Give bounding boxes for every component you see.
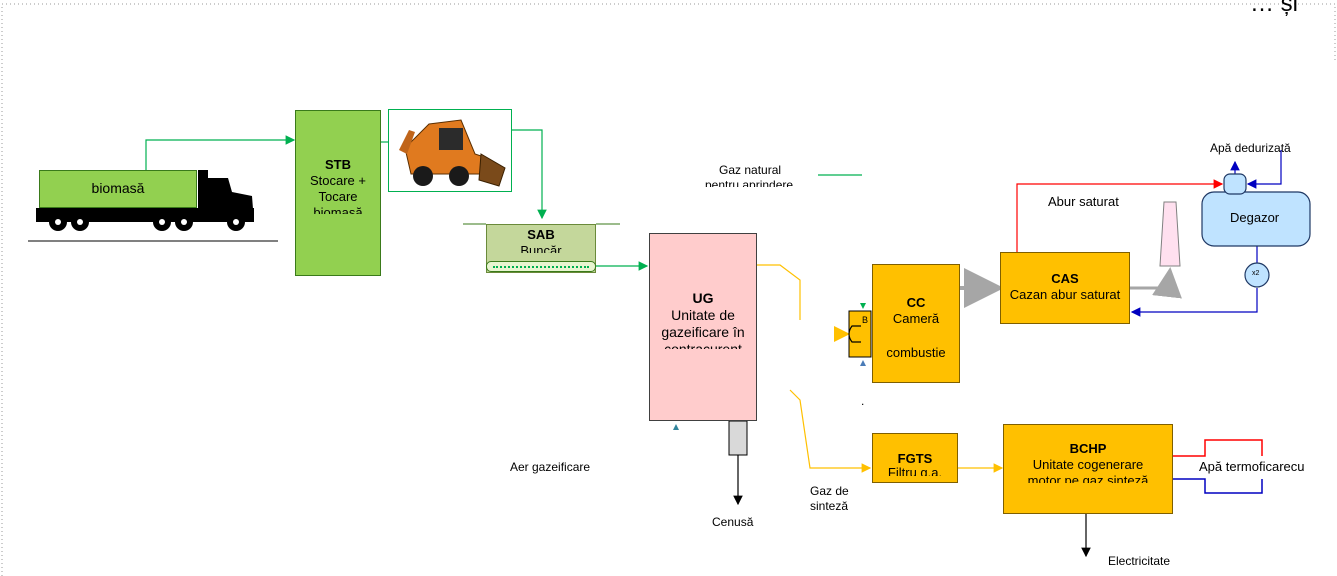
truck-cargo-label: biomasă (92, 180, 145, 196)
fgts-name: Filtru g.a. (873, 466, 957, 476)
cas-name: Cazan abur saturat (1001, 287, 1129, 303)
ug-block: UG Unitate de gazeificare în contracuren… (649, 233, 757, 421)
air-inlet-marker (673, 424, 679, 430)
skid-loader-icon (389, 110, 512, 192)
cc-code: CC (873, 295, 959, 311)
district-heating-return-line (1173, 479, 1262, 493)
bchp-line1: Unitate cogenerare (1004, 457, 1172, 473)
loader-to-bunker-line (512, 130, 542, 218)
sab-name: Buncăr (487, 243, 595, 253)
ug-line1: Unitate de (650, 307, 756, 324)
cc-line1: Cameră (873, 311, 959, 327)
saturated-steam-label: Abur saturat (1048, 195, 1119, 209)
fgts-block: FGTS Filtru g.a. (872, 433, 958, 483)
stb-line2: Tocare (296, 189, 380, 205)
ug-line2: gazeificare în (650, 324, 756, 341)
stb-line3: biomasă (296, 205, 380, 214)
stb-line1: Stocare + (296, 173, 380, 189)
softened-water-label: Apă dedurizată (1210, 141, 1291, 155)
flue-cas-to-stack-line (1130, 270, 1170, 288)
stb-block: STB Stocare + Tocare biomasă (295, 110, 381, 276)
cc-block: CC Cameră combustie (872, 264, 960, 383)
stray-dot: . (861, 394, 864, 408)
electricity-label: Electricitate (1108, 554, 1170, 568)
syngas-to-fgts-line (790, 390, 870, 468)
degazor-dome (1224, 174, 1246, 194)
burner-label: B (862, 313, 868, 327)
ash-label: Cenusă (712, 515, 753, 529)
cas-code: CAS (1001, 271, 1129, 287)
sab-code: SAB (487, 227, 595, 243)
header-title-fragment: … și (1250, 0, 1298, 18)
syngas-label-1: Gaz de (810, 484, 849, 498)
softened-water-line (1248, 150, 1281, 184)
ug-code: UG (650, 290, 756, 307)
syngas-to-cc-line (757, 265, 800, 320)
pump-label: x2 (1252, 270, 1259, 278)
ug-line3: contracurent (650, 341, 756, 349)
degazor-label: Degazor (1230, 211, 1279, 225)
district-heating-suffix: cu (1291, 459, 1305, 474)
natural-gas-label-2: pentru aprindere (705, 178, 793, 187)
ash-outlet (729, 421, 747, 455)
bchp-code: BCHP (1004, 441, 1172, 457)
district-heating-label: Apă termoficarecu (1199, 460, 1305, 474)
cas-block: CAS Cazan abur saturat (1000, 252, 1130, 324)
truck-cargo-block: biomasă (39, 170, 197, 208)
bchp-line2: motor pe gaz sinteză (1004, 473, 1172, 483)
syngas-label-2: sinteză (810, 499, 848, 510)
stb-code: STB (296, 157, 380, 173)
district-heating-supply-line (1173, 440, 1262, 456)
gasification-air-label: Aer gazeificare (510, 460, 590, 474)
cc-line2: combustie (873, 345, 959, 361)
screw-conveyor (486, 261, 596, 272)
fgts-code: FGTS (873, 452, 957, 466)
feedwater-line (1132, 288, 1257, 312)
natural-gas-label-1: Gaz natural (719, 163, 781, 177)
stack-icon (1160, 202, 1180, 266)
biomass-feed-line (146, 140, 294, 170)
skid-loader-image (388, 109, 512, 192)
bchp-block: BCHP Unitate cogenerare motor pe gaz sin… (1003, 424, 1173, 514)
district-heating-text: Apă termoficare (1199, 459, 1291, 474)
